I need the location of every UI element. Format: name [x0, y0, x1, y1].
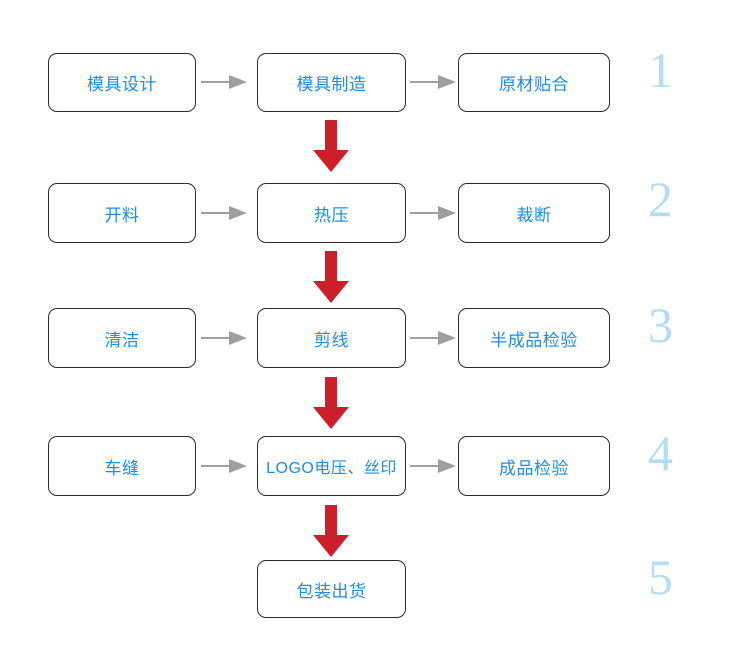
arrow-right-icon: [201, 204, 247, 222]
process-node-logo-emboss-screenprint[interactable]: LOGO电压、丝印: [257, 436, 406, 496]
process-node-finished-product-inspection[interactable]: 成品检验: [458, 436, 610, 496]
arrow-down-icon: [311, 505, 351, 557]
process-node-thread-trimming[interactable]: 剪线: [257, 308, 406, 368]
arrow-right-icon: [201, 73, 247, 91]
process-node-cutting-material[interactable]: 开料: [48, 183, 196, 243]
arrow-right-icon: [410, 329, 456, 347]
process-node-raw-material-lamination[interactable]: 原材贴合: [458, 53, 610, 112]
arrow-down-icon: [311, 251, 351, 303]
stage-number-3: 3: [648, 297, 673, 353]
arrow-right-icon: [410, 73, 456, 91]
arrow-down-icon: [311, 377, 351, 429]
stage-number-2: 2: [648, 171, 673, 227]
process-node-packaging-shipment[interactable]: 包装出货: [257, 560, 406, 618]
arrow-down-icon: [311, 120, 351, 172]
stage-number-4: 4: [648, 425, 673, 481]
process-node-semi-finished-inspection[interactable]: 半成品检验: [458, 308, 610, 368]
process-node-mold-design[interactable]: 模具设计: [48, 53, 196, 112]
arrow-right-icon: [201, 457, 247, 475]
arrow-right-icon: [410, 457, 456, 475]
arrow-right-icon: [410, 204, 456, 222]
process-node-cleaning[interactable]: 清洁: [48, 308, 196, 368]
arrow-right-icon: [201, 329, 247, 347]
process-node-mold-manufacture[interactable]: 模具制造: [257, 53, 406, 112]
stage-number-5: 5: [648, 549, 673, 605]
process-node-hot-press[interactable]: 热压: [257, 183, 406, 243]
process-node-sewing[interactable]: 车缝: [48, 436, 196, 496]
stage-number-1: 1: [648, 42, 673, 98]
process-node-die-cut[interactable]: 裁断: [458, 183, 610, 243]
